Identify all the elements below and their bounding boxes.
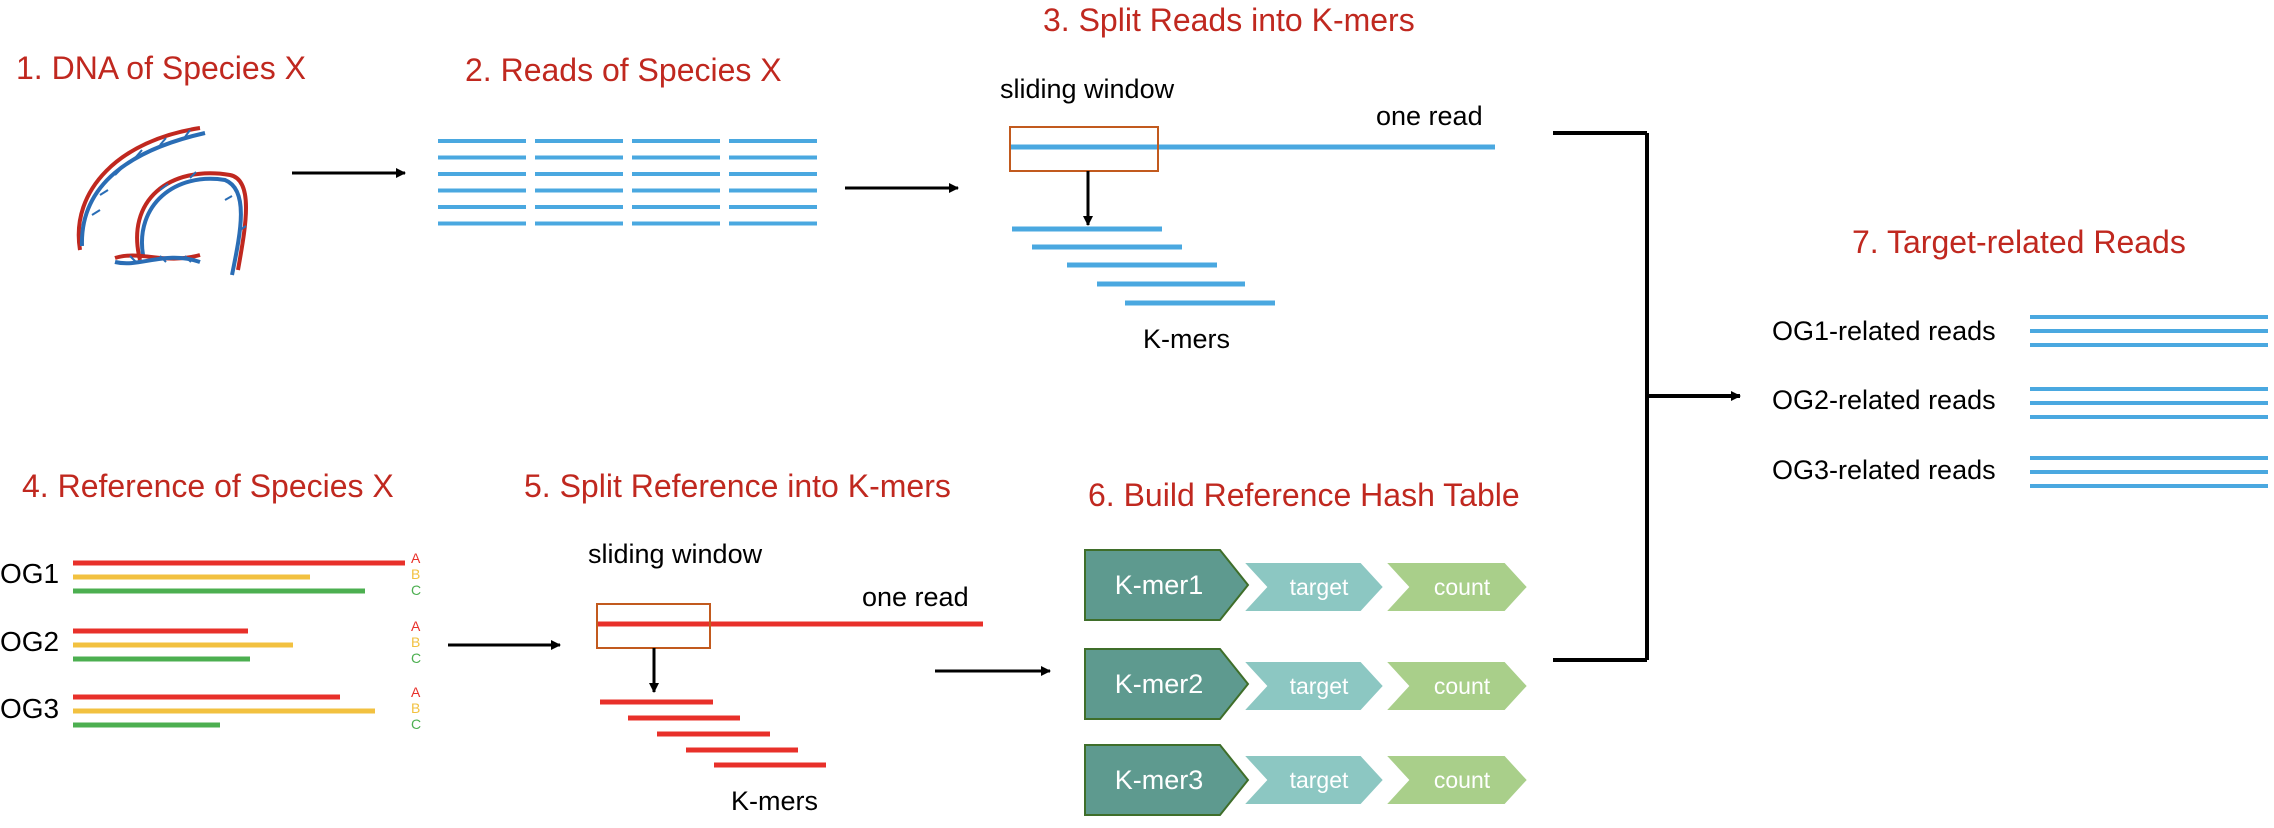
step-7-title: 7. Target-related Reads xyxy=(1852,224,2186,260)
hash-table-shapes xyxy=(1084,549,1530,816)
hash-key-kmer3: K-mer3 xyxy=(1114,764,1204,795)
og1-label: OG1 xyxy=(0,558,60,589)
dna-helix-icon xyxy=(76,126,248,276)
hash-count-3: count xyxy=(1433,766,1491,793)
hash-target-1: target xyxy=(1289,573,1349,600)
step-4-title: 4. Reference of Species X xyxy=(22,468,394,504)
step-6-title: 6. Build Reference Hash Table xyxy=(1088,477,1520,513)
hash-key-kmer2: K-mer2 xyxy=(1114,668,1204,699)
step-5-title: 5. Split Reference into K-mers xyxy=(524,468,951,504)
og3-related-reads-label: OG3-related reads xyxy=(1772,455,1996,485)
og1-letter-c: C xyxy=(411,582,422,598)
sliding-window-box xyxy=(1009,126,1159,172)
kmers-label: K-mers xyxy=(1143,324,1230,354)
reference-bars xyxy=(73,560,405,728)
hash-target-3: target xyxy=(1289,766,1349,793)
one-read-label: one read xyxy=(1376,101,1483,131)
step-1-title: 1. DNA of Species X xyxy=(16,50,306,86)
kmers-label: K-mers xyxy=(731,786,818,816)
og3-label: OG3 xyxy=(0,693,60,724)
reference-kmer-stack xyxy=(600,699,826,768)
og2-letter-b: B xyxy=(411,634,421,650)
og1-related-reads-label: OG1-related reads xyxy=(1772,316,1996,346)
merge-bracket xyxy=(1553,131,1649,662)
og3-letter-b: B xyxy=(411,700,421,716)
hash-count-2: count xyxy=(1433,672,1491,699)
og2-letter-a: A xyxy=(411,618,421,634)
og1-letter-b: B xyxy=(411,566,421,582)
og3-letter-c: C xyxy=(411,716,422,732)
kmer-stack xyxy=(1012,226,1275,306)
og3-letter-a: A xyxy=(411,684,421,700)
step-3-title: 3. Split Reads into K-mers xyxy=(1043,2,1415,38)
reads-grid xyxy=(438,139,817,226)
og2-label: OG2 xyxy=(0,626,60,657)
og2-related-reads-label: OG2-related reads xyxy=(1772,385,1996,415)
one-read-label: one read xyxy=(862,582,969,612)
hash-key-kmer1: K-mer1 xyxy=(1114,569,1204,600)
og2-letter-c: C xyxy=(411,650,422,666)
hash-count-1: count xyxy=(1433,573,1491,600)
step-2-title: 2. Reads of Species X xyxy=(465,52,782,88)
hash-target-2: target xyxy=(1289,672,1349,699)
sliding-window-label: sliding window xyxy=(1000,74,1175,104)
og1-letter-a: A xyxy=(411,550,421,566)
target-read-lines xyxy=(2030,315,2268,488)
sliding-window-label: sliding window xyxy=(588,539,763,569)
